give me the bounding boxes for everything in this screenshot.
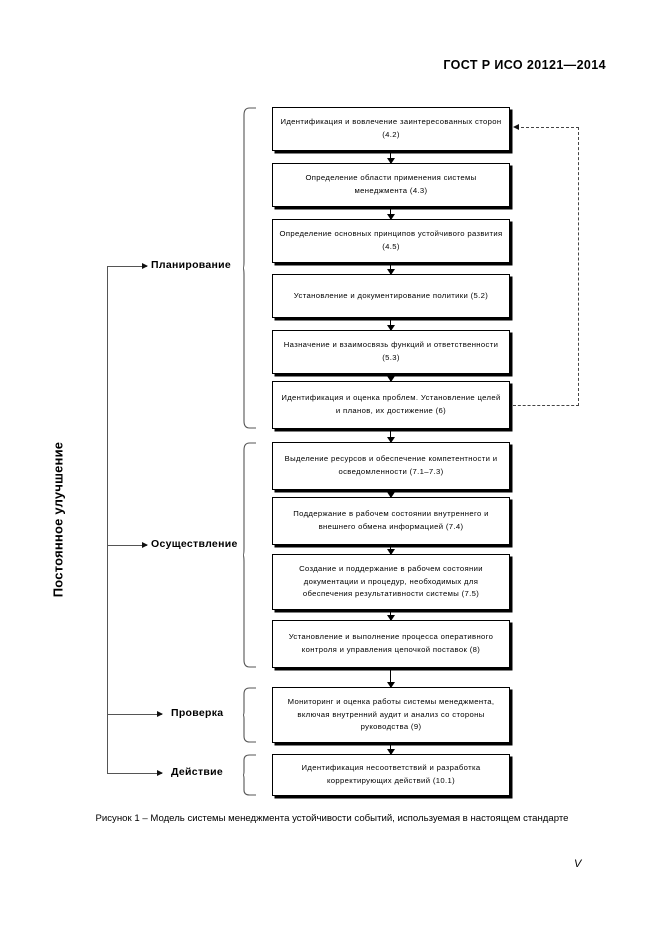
flow-step-box: Установление и выполнение процесса опера… <box>272 620 510 668</box>
phase-brace-planning <box>243 107 256 429</box>
flow-step-box: Идентификация и вовлечение заинтересован… <box>272 107 510 151</box>
improvement-spine <box>107 266 109 774</box>
page-number: V <box>574 858 582 870</box>
phase-arrow-planning <box>108 262 148 270</box>
flow-step-box: Идентификация и оценка проблем. Установл… <box>272 381 510 429</box>
phase-brace-act <box>243 754 256 796</box>
flow-connector-arrow <box>385 743 397 755</box>
phase-arrow-check <box>108 710 163 718</box>
flow-step-box: Выделение ресурсов и обеспечение компете… <box>272 442 510 490</box>
phase-arrow-implementation <box>108 541 148 549</box>
flow-connector-arrow <box>385 318 397 331</box>
feedback-loop-arrowhead <box>513 123 519 130</box>
continual-improvement-label: Постоянное улучшение <box>50 441 66 598</box>
feedback-loop-bottom <box>513 405 579 406</box>
flow-connector-arrow <box>385 263 397 275</box>
figure-caption: Рисунок 1 – Модель системы менеджмента у… <box>95 813 569 824</box>
flow-connector-arrow <box>385 429 397 443</box>
flow-connector-arrow <box>385 668 397 688</box>
phase-brace-check <box>243 687 256 743</box>
standard-header: ГОСТ Р ИСО 20121—2014 <box>443 58 606 72</box>
flow-connector-arrow <box>385 374 397 382</box>
flow-step-box: Мониторинг и оценка работы системы менед… <box>272 687 510 743</box>
flow-step-box: Идентификация несоответствий и разработк… <box>272 754 510 796</box>
phase-arrow-act <box>108 769 163 777</box>
flow-connector-arrow <box>385 151 397 164</box>
phase-label-planning: Планирование <box>151 259 232 271</box>
phase-brace-implementation <box>243 442 256 668</box>
feedback-loop-right <box>578 127 579 406</box>
flow-step-box: Определение области применения системы м… <box>272 163 510 207</box>
flow-connector-arrow <box>385 490 397 498</box>
feedback-loop-top <box>521 127 579 128</box>
flow-step-box: Поддержание в рабочем состоянии внутренн… <box>272 497 510 545</box>
phase-label-act: Действие <box>171 766 224 778</box>
flow-connector-arrow <box>385 545 397 555</box>
flow-step-box: Определение основных принципов устойчиво… <box>272 219 510 263</box>
flow-step-box: Установление и документирование политики… <box>272 274 510 318</box>
flow-step-box: Создание и поддержание в рабочем состоян… <box>272 554 510 610</box>
phase-label-implementation: Осуществление <box>151 538 238 550</box>
phase-label-check: Проверка <box>171 707 224 719</box>
flow-connector-arrow <box>385 610 397 621</box>
flow-connector-arrow <box>385 207 397 220</box>
flow-step-box: Назначение и взаимосвязь функций и ответ… <box>272 330 510 374</box>
